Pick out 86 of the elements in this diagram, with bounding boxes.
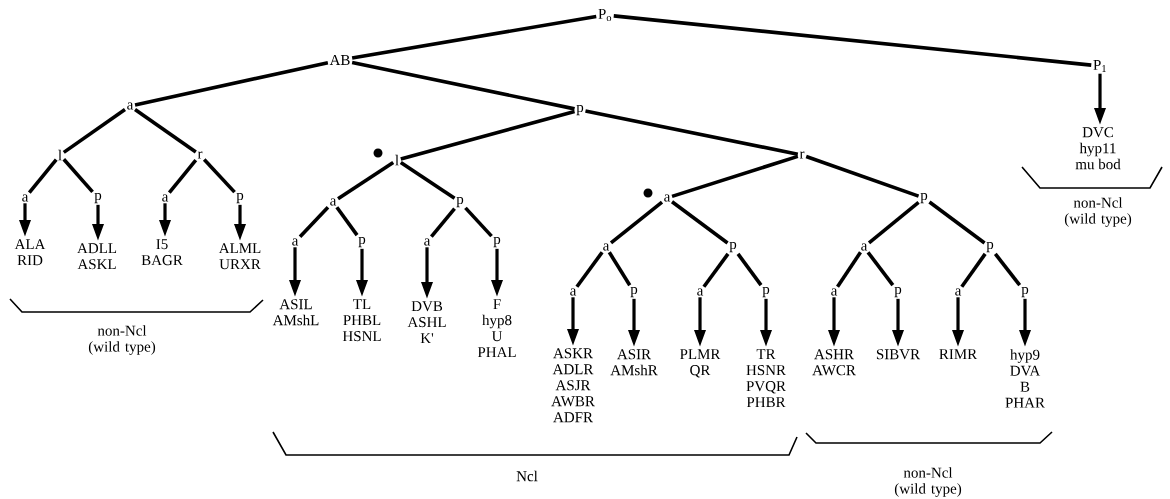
lineage-label: p xyxy=(358,236,366,248)
branch-line xyxy=(836,251,862,288)
branch-line xyxy=(805,154,920,198)
lineage-label: a xyxy=(955,288,962,296)
branch-line xyxy=(399,161,456,200)
branch-line xyxy=(134,108,197,154)
lineage-label: a xyxy=(330,198,337,206)
cell-list: ALA RID xyxy=(14,239,46,266)
cell-list: ASIR AMshR xyxy=(610,349,658,376)
branch-line xyxy=(27,158,58,194)
lineage-label: a xyxy=(697,288,704,296)
branch-line xyxy=(298,206,330,238)
branch-line xyxy=(609,200,664,245)
branch-line xyxy=(575,251,604,288)
cell-list: TR HSNR PVQR PHBR xyxy=(746,349,786,408)
branch-line xyxy=(993,252,1022,287)
lineage-label: AB xyxy=(329,55,350,65)
cell-list: ASKR ADLR ASJR AWBR ADFR xyxy=(551,348,595,423)
branch-line xyxy=(351,14,597,60)
branch-line xyxy=(337,161,395,201)
branch-line xyxy=(585,109,799,156)
lineage-label: p xyxy=(729,241,737,253)
branch-line xyxy=(62,108,126,154)
lineage-label: l xyxy=(395,154,399,166)
lineage-label: a xyxy=(831,288,838,296)
lineage-label: a xyxy=(22,194,29,202)
branch-line xyxy=(613,14,1092,67)
cell-list: ASIL AMshL xyxy=(272,299,319,326)
group-label: non-Ncl (wild type) xyxy=(1064,197,1132,227)
lineage-label: p xyxy=(630,286,638,298)
group-label: non-Ncl (wild type) xyxy=(894,467,962,497)
branch-line xyxy=(400,109,576,161)
lineage-label: P$_{1}$ xyxy=(1093,60,1106,72)
branch-line xyxy=(202,158,236,194)
lineage-label: p xyxy=(493,236,501,248)
cell-list: ASHR AWCR xyxy=(812,349,856,376)
branch-line xyxy=(62,158,94,194)
lineage-label: a xyxy=(603,243,610,251)
group-label: Ncl xyxy=(516,470,538,482)
cell-list: ADLL ASKL xyxy=(77,243,117,270)
lineage-label: p xyxy=(920,192,928,204)
cell-list: ALML URXR xyxy=(218,243,261,270)
lineage-label: a xyxy=(424,238,431,246)
lineage-label: p xyxy=(894,286,902,298)
lineage-label: a xyxy=(570,288,577,296)
branch-line xyxy=(960,252,987,288)
lineage-label: p xyxy=(1021,286,1029,298)
lineage-label: r xyxy=(799,151,805,159)
branch-line xyxy=(928,200,986,245)
cell-list: PLMR QR xyxy=(680,349,721,378)
branch-line xyxy=(430,207,456,238)
lineage-label: r xyxy=(197,151,203,159)
branch-line xyxy=(736,252,763,287)
cell-list: TL PHBL HSNL xyxy=(342,299,381,342)
branch-line xyxy=(351,60,575,111)
cell-list: RIMR xyxy=(939,349,978,360)
cell-list: I5 BAGR xyxy=(141,239,183,266)
lineage-label: l xyxy=(58,149,62,161)
branch-line xyxy=(867,201,920,245)
lineage-label: p xyxy=(236,192,244,204)
branch-line xyxy=(335,206,359,237)
lineage-label: P$_{o}$ xyxy=(598,8,612,22)
cell-list: SIBVR xyxy=(876,349,921,360)
branch-line xyxy=(167,159,198,194)
branch-line xyxy=(671,154,799,199)
lineage-label: a xyxy=(664,194,671,202)
cell-list: DVC hyp11 mu bod xyxy=(1075,127,1121,170)
lineage-label: a xyxy=(127,102,134,110)
branch-line xyxy=(670,200,729,245)
lineage-label: a xyxy=(861,243,868,251)
branch-line xyxy=(464,206,493,238)
cell-list: hyp9 DVA B PHAR xyxy=(1005,349,1045,408)
lineage-label: p xyxy=(576,104,584,116)
lineage-label: p xyxy=(456,196,464,208)
lineage-label: p xyxy=(986,241,994,253)
branch-line xyxy=(134,60,329,107)
lineage-label: a xyxy=(292,238,299,246)
lineage-label: p xyxy=(94,192,102,204)
lineage-label: a xyxy=(162,194,169,202)
cell-list: F hyp8 U PHAL xyxy=(477,299,516,358)
branch-line xyxy=(702,252,730,288)
group-label: non-Ncl (wild type) xyxy=(88,325,156,355)
cell-list: DVB ASHL K' xyxy=(407,301,446,344)
branch-line xyxy=(607,251,632,287)
lineage-label: p xyxy=(762,286,770,298)
branch-line xyxy=(866,251,895,287)
